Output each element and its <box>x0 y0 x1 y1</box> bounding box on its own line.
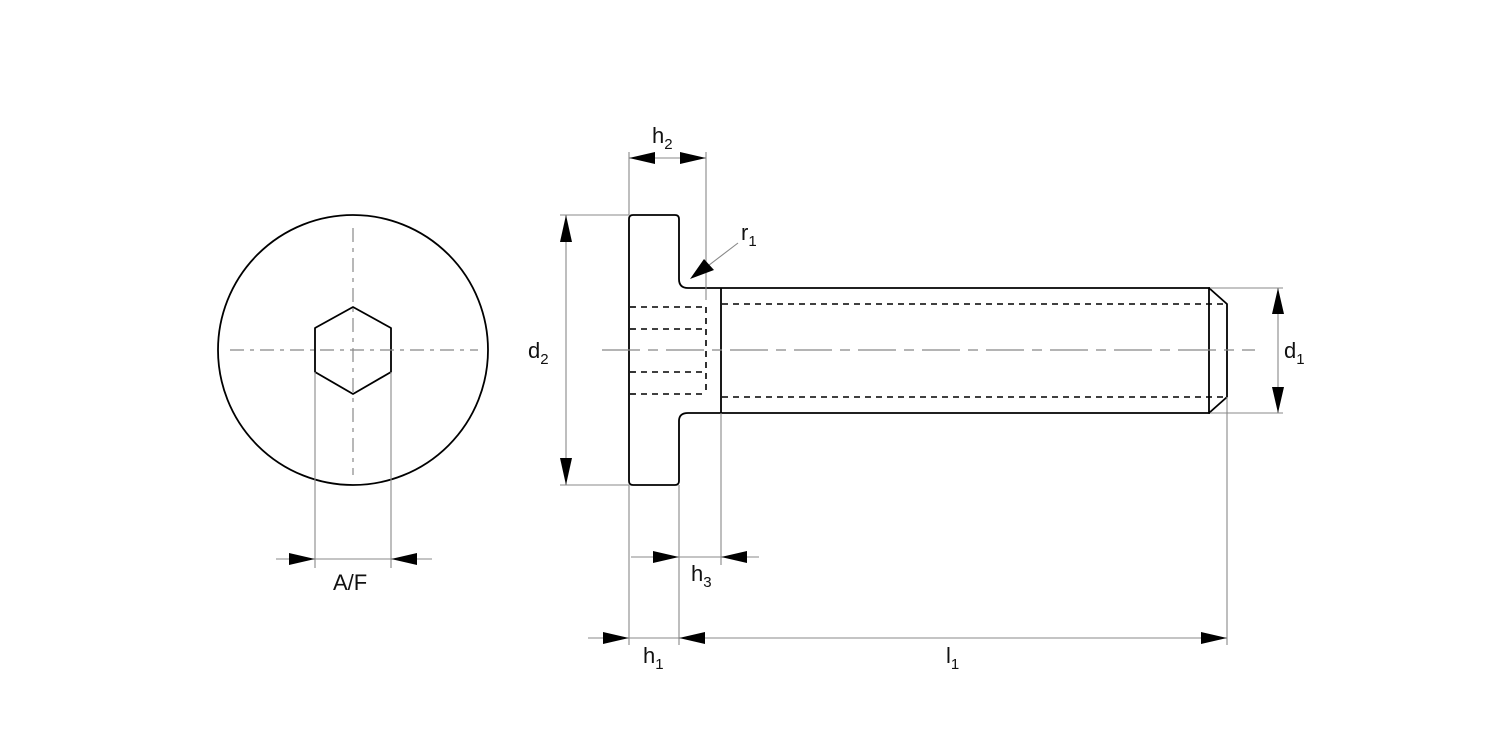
d1-label: d1 <box>1284 338 1305 368</box>
d2-label: d2 <box>528 338 549 368</box>
h1-arrow-left <box>603 632 629 644</box>
head-outline-circle <box>217 214 489 486</box>
af-arrow-left <box>289 553 315 565</box>
af-arrow-right <box>391 553 417 565</box>
af-label: A/F <box>333 570 367 595</box>
h3-label: h3 <box>691 561 712 591</box>
side-view: h2 r1 d2 d1 h3 <box>528 123 1305 673</box>
screw-outline <box>628 214 1210 486</box>
hex-socket <box>314 306 392 395</box>
h2-label: h2 <box>652 123 673 153</box>
h1-arrow-right <box>679 632 705 644</box>
h2-arrow-right <box>680 152 706 164</box>
d1-arrow-top <box>1272 288 1284 314</box>
h1-label: h1 <box>643 643 664 673</box>
d2-arrow-top <box>560 215 572 242</box>
h3-arrow-left <box>653 551 679 563</box>
l1-label: l1 <box>946 643 959 673</box>
r1-label: r1 <box>741 220 757 250</box>
r1-arrow <box>690 259 714 279</box>
h2-arrow-left <box>629 152 655 164</box>
d2-arrow-bottom <box>560 458 572 485</box>
end-view: A/F <box>217 214 489 595</box>
h3-arrow-right <box>721 551 747 563</box>
l1-arrow-right <box>1201 632 1227 644</box>
d1-arrow-bottom <box>1272 387 1284 413</box>
